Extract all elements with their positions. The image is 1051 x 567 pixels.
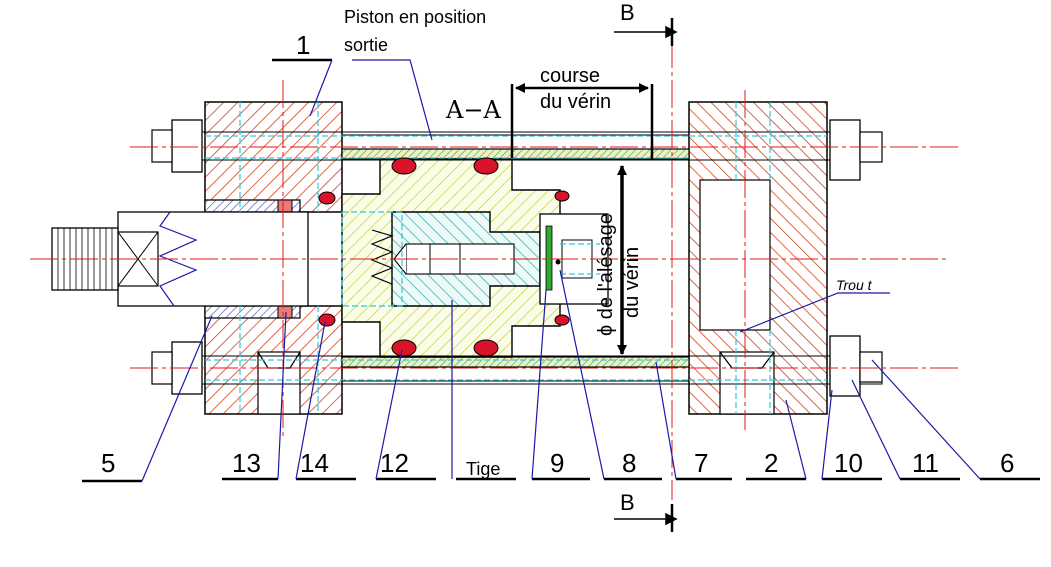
section-b-bottom: B [620,490,635,515]
section-view-label: A−A [445,96,501,124]
leader-lines [141,59,981,482]
stroke-label-line1: course [540,65,600,87]
part-number-12: 12 [380,448,409,478]
hidden-lines [205,102,827,414]
part-number-9: 9 [550,448,564,478]
part-numbers: 1 5 13 14 12 9 8 7 2 10 11 6 [101,30,1014,478]
seal-bottom-2 [473,339,499,357]
section-arrows [614,18,678,532]
stroke-dimension [510,83,654,160]
bore-label-line2: du vérin [621,247,643,318]
part-number-8: 8 [622,448,636,478]
seal-top-2 [473,157,499,175]
piston-title-line2: sortie [344,35,388,55]
seal-14-bottom [318,313,336,327]
bore-label-line1: ϕ de l'alésage [595,213,617,336]
seal-9-top [554,190,570,202]
part-number-13: 13 [232,448,261,478]
trou-label: Trou t [836,277,873,293]
annotations: Piston en position sortie B B A−A course… [344,0,873,515]
part-number-7: 7 [694,448,708,478]
seals [318,157,570,357]
part-number-1: 1 [296,30,310,60]
tie-rods [151,119,883,397]
tige-label: Tige [466,459,500,479]
seal-bottom-1 [391,339,417,357]
axis-lines [30,40,960,500]
part-number-14: 14 [300,448,329,478]
seal-top-1 [391,157,417,175]
part-number-bars [82,58,1040,483]
part-number-6: 6 [1000,448,1014,478]
part-number-10: 10 [834,448,863,478]
rear-flange [688,101,828,415]
seal-9-bottom [554,314,570,326]
section-b-top: B [620,0,635,25]
stroke-label-line2: du vérin [540,91,611,113]
seal-14-top [318,191,336,205]
part-number-5: 5 [101,448,115,478]
part-number-11: 11 [912,448,939,478]
piston-title-line1: Piston en position [344,7,486,27]
part-number-2: 2 [764,448,778,478]
cylinder-tube [341,134,690,382]
